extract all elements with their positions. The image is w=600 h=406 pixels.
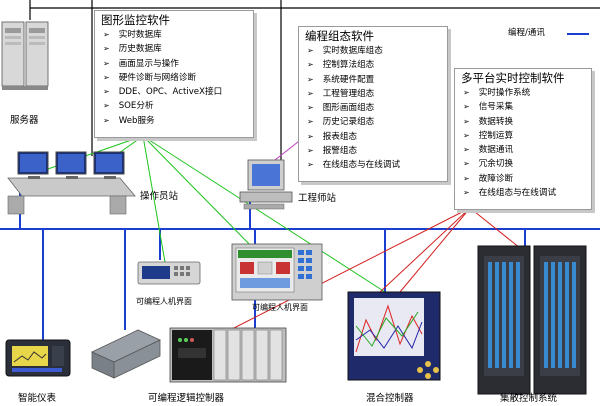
hybrid-controller-label: 混合控制器 (366, 393, 414, 404)
hybrid-controller-icon (347, 291, 441, 381)
monitor-item: SOE分析 (103, 99, 253, 113)
hmi-panel-small-icon (137, 261, 201, 285)
plc-rack-icon (169, 327, 287, 383)
programming-config-software-box: 编程组态软件 实时数据库组态控制算法组态系统硬件配置工程管理组态图形画面组态历史… (298, 26, 448, 182)
hmi-2-label: 可编程人机界面 (252, 303, 308, 312)
dcs-label: 集散控制系统 (500, 393, 558, 404)
config-item: 控制算法组态 (307, 58, 447, 72)
hmi-1-label: 可编程人机界面 (136, 297, 192, 306)
engineer-station-icon (239, 159, 293, 210)
operator-station-label: 操作员站 (140, 191, 179, 202)
smart-meter-label: 智能仪表 (18, 393, 57, 404)
monitor-item: Web服务 (103, 114, 253, 128)
control-item: 在线组态与在线调试 (463, 186, 591, 200)
server-label: 服务器 (10, 115, 39, 126)
operator-station-icon (7, 151, 136, 215)
realtime-control-software-box: 多平台实时控制软件 实时操作系统信号采集数据转换控制运算数据通讯冗余切换故障诊断… (454, 68, 592, 210)
control-item: 故障诊断 (463, 172, 591, 186)
config-item: 实时数据库组态 (307, 44, 447, 58)
control-item: 实时操作系统 (463, 86, 591, 100)
control-item: 冗余切换 (463, 157, 591, 171)
config-item: 历史记录组态 (307, 115, 447, 129)
programming-config-list: 实时数据库组态控制算法组态系统硬件配置工程管理组态图形画面组态历史记录组态报表组… (299, 44, 447, 173)
config-item: 报表组态 (307, 130, 447, 144)
monitor-item: 硬件诊断与网络诊断 (103, 71, 253, 85)
smart-meter-icon (5, 339, 71, 377)
config-item: 图形画面组态 (307, 101, 447, 115)
engineer-station-label: 工程师站 (298, 193, 337, 204)
graphic-monitor-list: 实时数据库历史数据库画面显示与操作硬件诊断与网络诊断DDE、OPC、Active… (95, 28, 253, 128)
plc-label: 可编程逻辑控制器 (148, 393, 225, 404)
control-item: 数据通讯 (463, 143, 591, 157)
control-item: 控制运算 (463, 129, 591, 143)
config-item: 报警组态 (307, 144, 447, 158)
hmi-panel-large-icon (231, 243, 323, 301)
control-item: 信号采集 (463, 100, 591, 114)
realtime-control-title: 多平台实时控制软件 (461, 71, 565, 85)
realtime-control-list: 实时操作系统信号采集数据转换控制运算数据通讯冗余切换故障诊断在线组态与在线调试 (455, 86, 591, 200)
red-links (229, 207, 521, 331)
programming-config-title: 编程组态软件 (305, 29, 374, 43)
monitor-item: 历史数据库 (103, 42, 253, 56)
dcs-cabinet-icon (477, 245, 587, 395)
config-item: 在线组态与在线调试 (307, 158, 447, 172)
server-icon (1, 21, 49, 90)
plc-module-icon (91, 329, 161, 379)
control-item: 数据转换 (463, 115, 591, 129)
monitor-item: 画面显示与操作 (103, 57, 253, 71)
monitor-item: 实时数据库 (103, 28, 253, 42)
graphic-monitor-title: 图形监控软件 (101, 13, 170, 27)
monitor-item: DDE、OPC、ActiveX接口 (103, 85, 253, 99)
config-item: 工程管理组态 (307, 87, 447, 101)
graphic-monitor-software-box: 图形监控软件 实时数据库历史数据库画面显示与操作硬件诊断与网络诊断DDE、OPC… (94, 10, 254, 138)
legend-line-swatch (567, 33, 589, 35)
legend-label: 编程/通讯 (508, 28, 545, 38)
config-item: 系统硬件配置 (307, 73, 447, 87)
